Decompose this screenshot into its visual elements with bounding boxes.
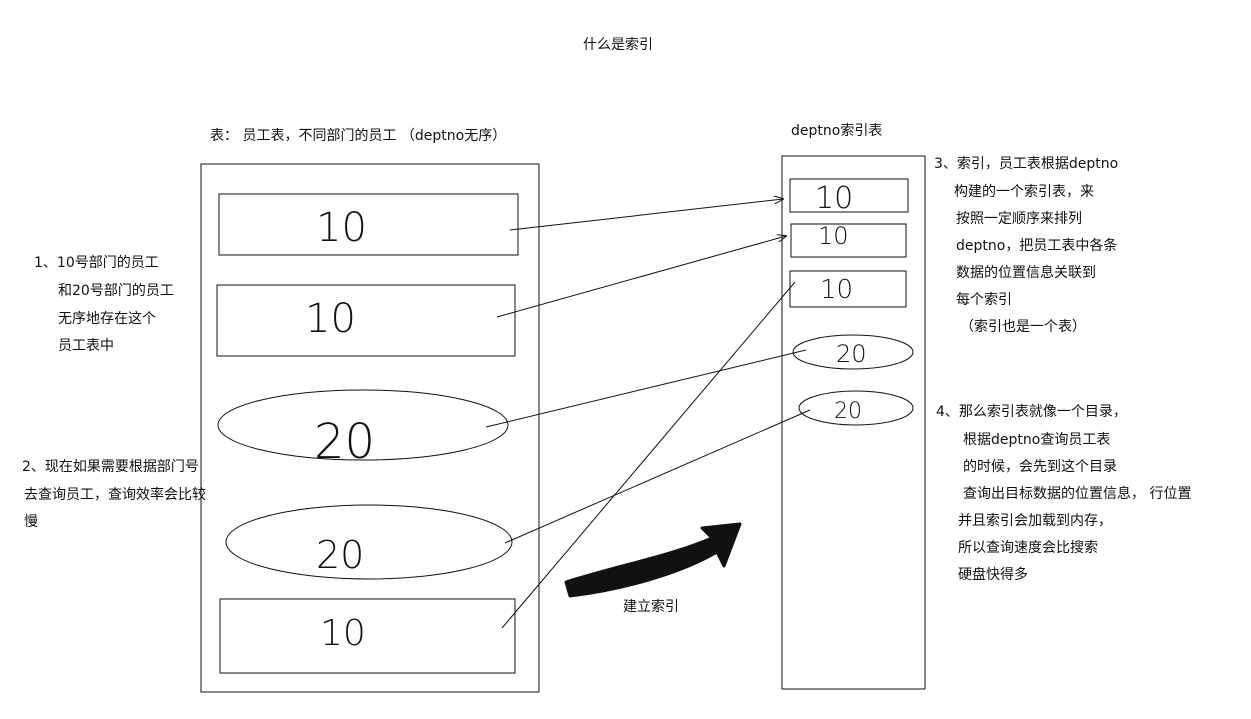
index-entry-5-value: 20 xyxy=(834,399,862,424)
index-entry-2-value: 10 xyxy=(818,222,849,250)
note-line: 和20号部门的员工 xyxy=(58,283,174,299)
employee-record-2-value: 10 xyxy=(305,296,356,342)
pointer-line-4 xyxy=(504,409,811,544)
index-entry-4 xyxy=(792,334,914,370)
note-line: 并且索引会加载到内存， xyxy=(958,513,1112,529)
note-line: （索引也是一个表） xyxy=(960,319,1086,335)
employee-record-2 xyxy=(216,284,516,357)
employee-record-3 xyxy=(217,389,509,461)
note-line: 4、那么索引表就像一个目录， xyxy=(936,404,1127,420)
employee-record-5-value: 10 xyxy=(320,613,366,654)
pointer-line-3 xyxy=(485,349,807,428)
employee-table-caption: 表： 员工表，不同部门的员工 （deptno无序） xyxy=(210,128,507,144)
note-line: deptno，把员工表中各条 xyxy=(956,238,1118,254)
employee-record-4-value: 20 xyxy=(316,533,364,577)
index-entry-3 xyxy=(789,270,907,308)
index-entry-5 xyxy=(798,390,914,426)
note-line: 按照一定顺序来排列 xyxy=(956,211,1082,227)
build-index-label: 建立索引 xyxy=(623,599,679,615)
note-line: 硬盘快得多 xyxy=(958,567,1028,583)
employee-record-1-value: 10 xyxy=(316,205,367,251)
employee-record-3-value: 20 xyxy=(314,414,375,470)
note-line: 查询出目标数据的位置信息， 行位置 xyxy=(963,486,1192,502)
build-index-arrow xyxy=(564,522,742,598)
note-line: 每个索引 xyxy=(956,292,1012,308)
pointer-line-5 xyxy=(501,281,796,629)
note-line: 慢 xyxy=(24,514,38,530)
index-entry-4-value: 20 xyxy=(836,340,867,368)
page-title: 什么是索引 xyxy=(583,37,653,53)
index-table-caption: deptno索引表 xyxy=(791,123,883,139)
index-entry-1-value: 10 xyxy=(815,181,853,216)
employee-record-1 xyxy=(218,193,519,256)
note-line: 2、现在如果需要根据部门号 xyxy=(22,459,199,475)
note-line: 3、索引，员工表根据deptno xyxy=(934,156,1119,172)
index-entry-3-value: 10 xyxy=(820,275,853,305)
note-line: 1、10号部门的员工 xyxy=(34,255,159,271)
index-entry-1 xyxy=(789,178,909,213)
note-line: 员工表中 xyxy=(58,338,114,354)
note-line: 根据deptno查询员工表 xyxy=(963,432,1111,448)
note-line: 的时候，会先到这个目录 xyxy=(963,459,1117,475)
note-line: 数据的位置信息关联到 xyxy=(956,265,1096,281)
index-entry-2 xyxy=(790,223,907,258)
employee-record-5 xyxy=(219,598,516,674)
note-line: 去查询员工，查询效率会比较 xyxy=(24,487,206,503)
employee-record-4 xyxy=(225,504,513,580)
pointer-arrow-1 xyxy=(509,199,783,231)
employee-table-frame xyxy=(200,163,540,693)
note-line: 无序地存在这个 xyxy=(58,311,156,327)
note-line: 构建的一个索引表，来 xyxy=(954,184,1094,200)
pointer-arrow-2 xyxy=(496,236,786,318)
note-line: 所以查询速度会比搜索 xyxy=(958,540,1098,556)
